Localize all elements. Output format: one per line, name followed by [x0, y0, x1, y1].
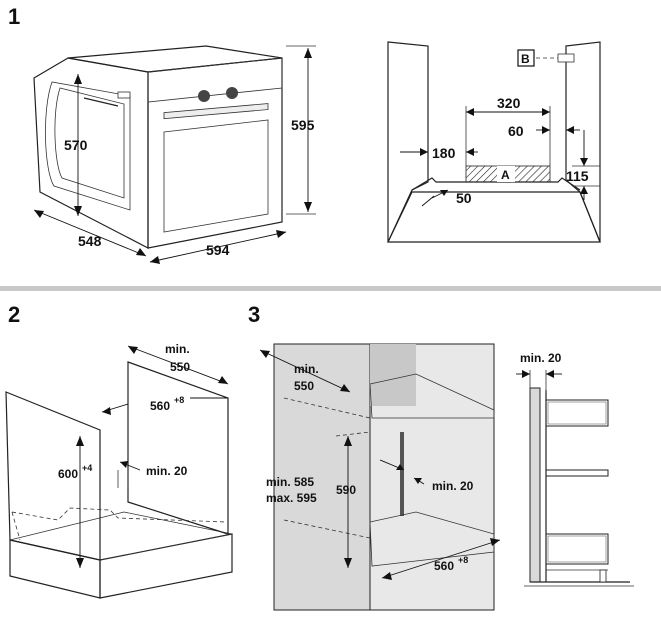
dim-595: 595: [291, 117, 315, 133]
marker-a: A: [501, 168, 510, 182]
figure-1: 1 595: [8, 4, 316, 264]
dim3-min-550: 550: [294, 379, 314, 393]
dim-60: 60: [508, 123, 524, 139]
dim3-min-label: min.: [294, 362, 319, 376]
figure-3-number: 3: [248, 302, 260, 327]
tall-cabinet-left-panel: [273, 343, 371, 611]
mounting-bracket: [557, 53, 575, 63]
oven-drawing: [33, 45, 283, 249]
side-view-oven: [545, 533, 609, 565]
dim-560: 560: [150, 399, 170, 413]
dim-min-20: min. 20: [146, 464, 188, 478]
dim-570: 570: [64, 137, 88, 153]
figure-2-number: 2: [8, 302, 20, 327]
dim3-560-tol: +8: [458, 555, 468, 565]
cabinet-left-panel: [5, 391, 101, 561]
dim-594: 594: [206, 242, 230, 258]
dim3-max-595: max. 595: [266, 491, 317, 505]
marker-b-box: [517, 49, 535, 67]
dim-115: 115: [566, 168, 589, 184]
dim-548: 548: [78, 233, 102, 249]
figure-1b: A B 320 60 180 115: [387, 41, 601, 243]
cabinet-right-panel: [127, 361, 229, 535]
side-min-20: min. 20: [520, 351, 562, 365]
dim3-min-20: min. 20: [432, 479, 474, 493]
dim-600: 600: [58, 467, 78, 481]
figure-3-side-view: min. 20: [516, 351, 634, 587]
dim3-560: 560: [434, 559, 454, 573]
figure-1-number: 1: [8, 4, 20, 29]
dim-min-550: 550: [170, 360, 190, 374]
dim-600-tol: +4: [82, 463, 92, 473]
marker-b: B: [521, 52, 530, 66]
dim-560-tol: +8: [174, 395, 184, 405]
dim-180: 180: [432, 145, 456, 161]
section-divider: [0, 286, 661, 291]
figure-2: 2 min. 550 560 +8 600 +4 mi: [5, 302, 233, 599]
dim-50: 50: [456, 190, 472, 206]
dim3-min-585: min. 585: [266, 475, 314, 489]
side-view-shelf-1: [545, 399, 609, 427]
dim-min-label: min.: [165, 342, 190, 356]
dim-320: 320: [497, 95, 521, 111]
dim3-590: 590: [336, 483, 356, 497]
side-view-wall: [529, 387, 541, 583]
figure-3: 3 min. 550 min. 585 max. 595 590: [248, 302, 501, 611]
